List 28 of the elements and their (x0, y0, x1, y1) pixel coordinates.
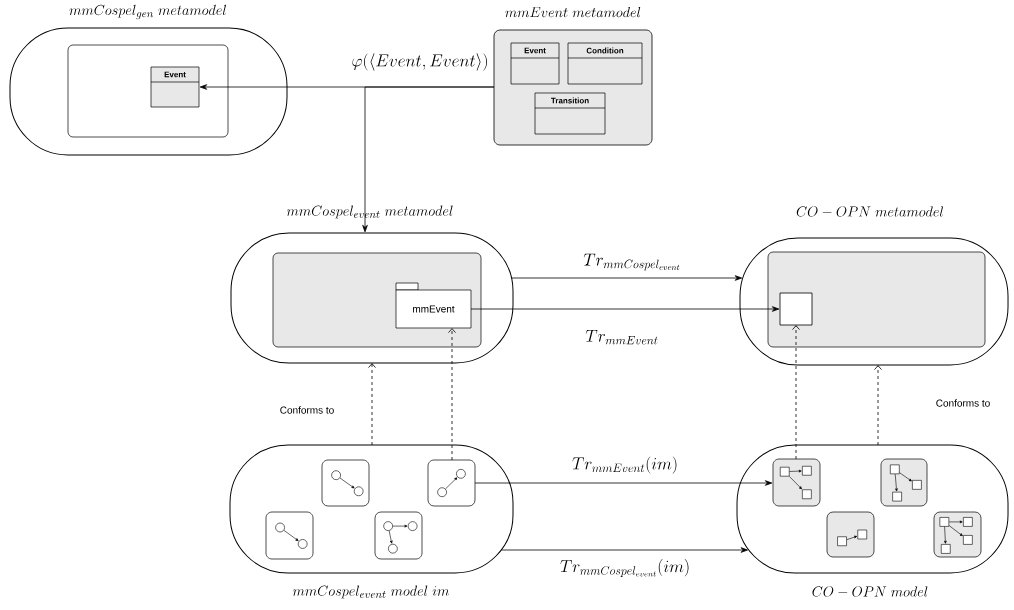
edge-label: $Tr_{mmCospel_{event}}$ (582, 252, 682, 272)
arrow (470, 306, 780, 312)
arrow (362, 86, 495, 233)
container-heading: $mmCospel_{gen}\ metamodel$ (69, 4, 227, 20)
edge-label: $\varphi(\langle Event, Event\rangle)$ (350, 52, 490, 72)
class-box: Transition (534, 92, 606, 135)
annotation-text: Conforms to (280, 406, 334, 414)
container-heading: $CO-OPN\ metamodel$ (796, 206, 944, 217)
annotation-text: Conforms to (936, 399, 990, 407)
class-box: Event (150, 66, 200, 108)
container-heading: $mmCospel_{event}\ model\ im$ (292, 585, 449, 599)
arrow (511, 275, 743, 281)
dashed-arrow (368, 363, 376, 446)
edge-label: $Tr_{mmEvent}$ (584, 328, 660, 346)
dashed-arrow (448, 328, 456, 461)
package-box: mmEvent (395, 282, 472, 329)
dashed-arrow (874, 365, 882, 446)
dashed-arrow (792, 325, 800, 460)
class-box: Condition (567, 42, 643, 85)
container-heading: $mmEvent\ metamodel$ (505, 7, 641, 18)
container-heading: $CO-OPN\ model$ (812, 586, 928, 597)
container-heading: $mmCospel_{event}\ metamodel$ (286, 205, 453, 219)
edge-label: $Tr_{mmCospel_{event}}(im)$ (558, 558, 692, 578)
square-box (779, 292, 813, 326)
edge-label: $Tr_{mmEvent}(im)$ (571, 455, 679, 475)
arrow (500, 547, 748, 553)
class-box: Event (510, 42, 560, 85)
arrow (474, 480, 773, 486)
